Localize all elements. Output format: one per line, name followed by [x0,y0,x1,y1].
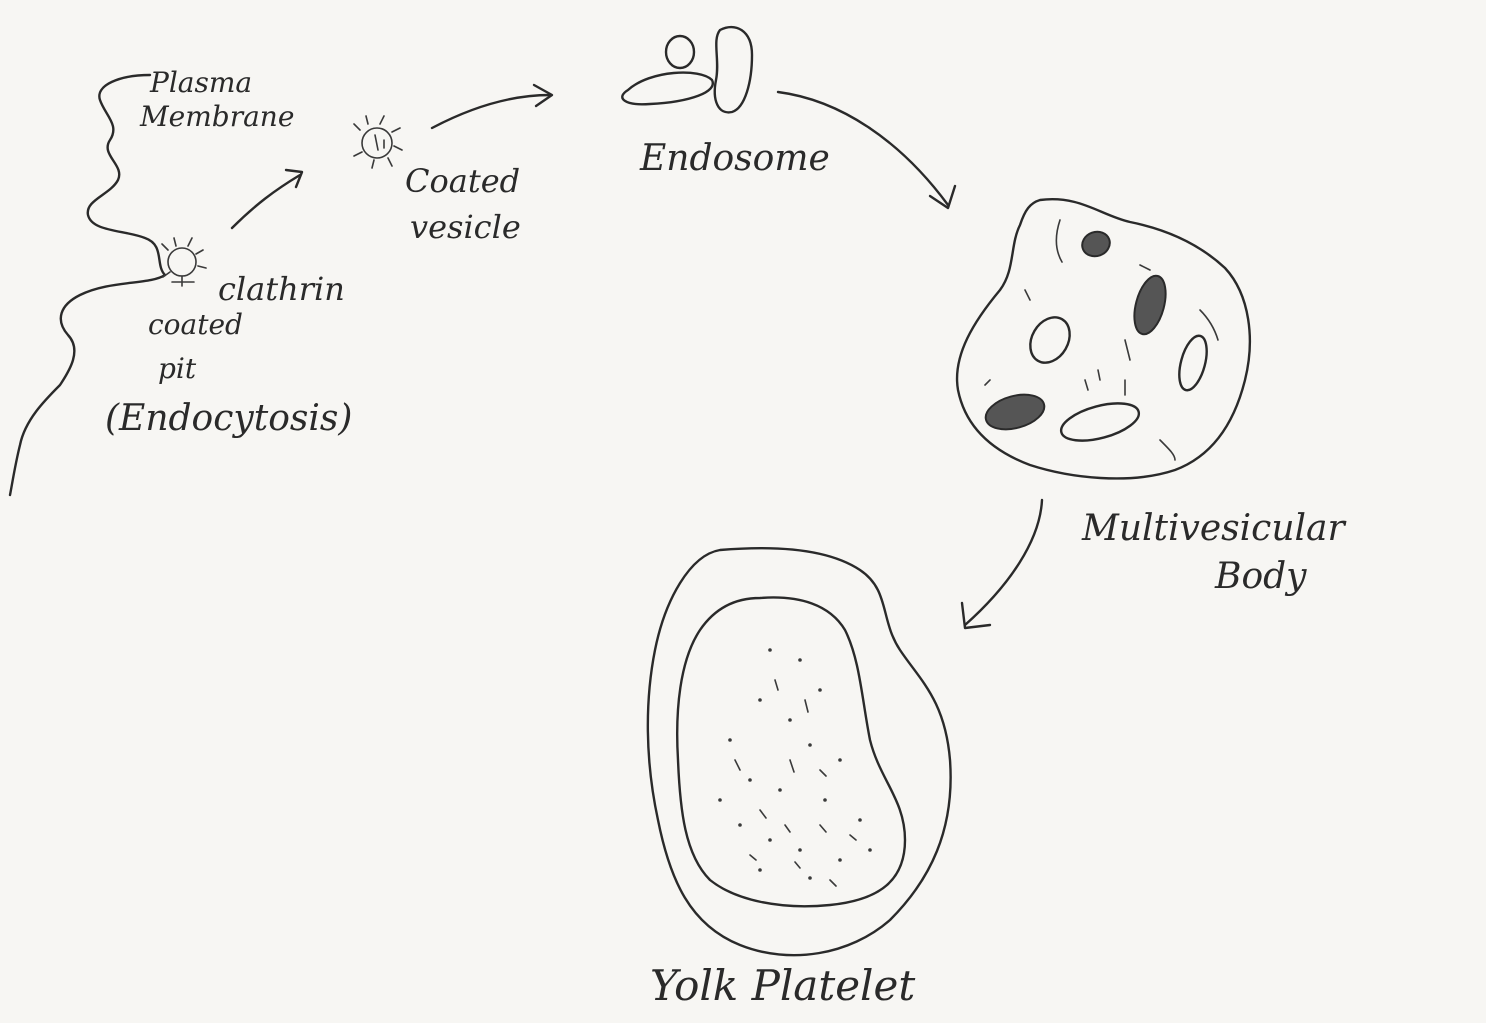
coated-pit [162,238,206,286]
label-plasma-membrane-1: Plasma [149,66,252,99]
label-coated-vesicle-2: vesicle [410,208,521,246]
label-endocytosis: (Endocytosis) [105,398,352,439]
arrow-pit-to-vesicle [232,170,302,228]
label-multivesicular-1: Multivesicular [1081,508,1346,549]
label-yolk-platelet: Yolk Platelet [650,961,915,1010]
coated-vesicle [354,116,402,168]
label-coated-pit-1: coated [148,308,243,341]
label-endosome: Endosome [639,138,830,179]
yolk-granules [718,648,872,886]
arrow-vesicle-to-endosome [432,85,552,128]
endosome-shapes [622,27,752,112]
multivesicular-body [957,199,1250,478]
label-clathrin: clathrin [218,270,345,308]
arrow-mvb-to-yolk [962,500,1042,628]
label-coated-vesicle-1: Coated [405,162,520,200]
yolk-platelet [648,548,951,955]
label-plasma-membrane-2: Membrane [139,100,294,133]
label-multivesicular-2: Body [1214,556,1307,597]
label-coated-pit-2: pit [158,352,197,385]
